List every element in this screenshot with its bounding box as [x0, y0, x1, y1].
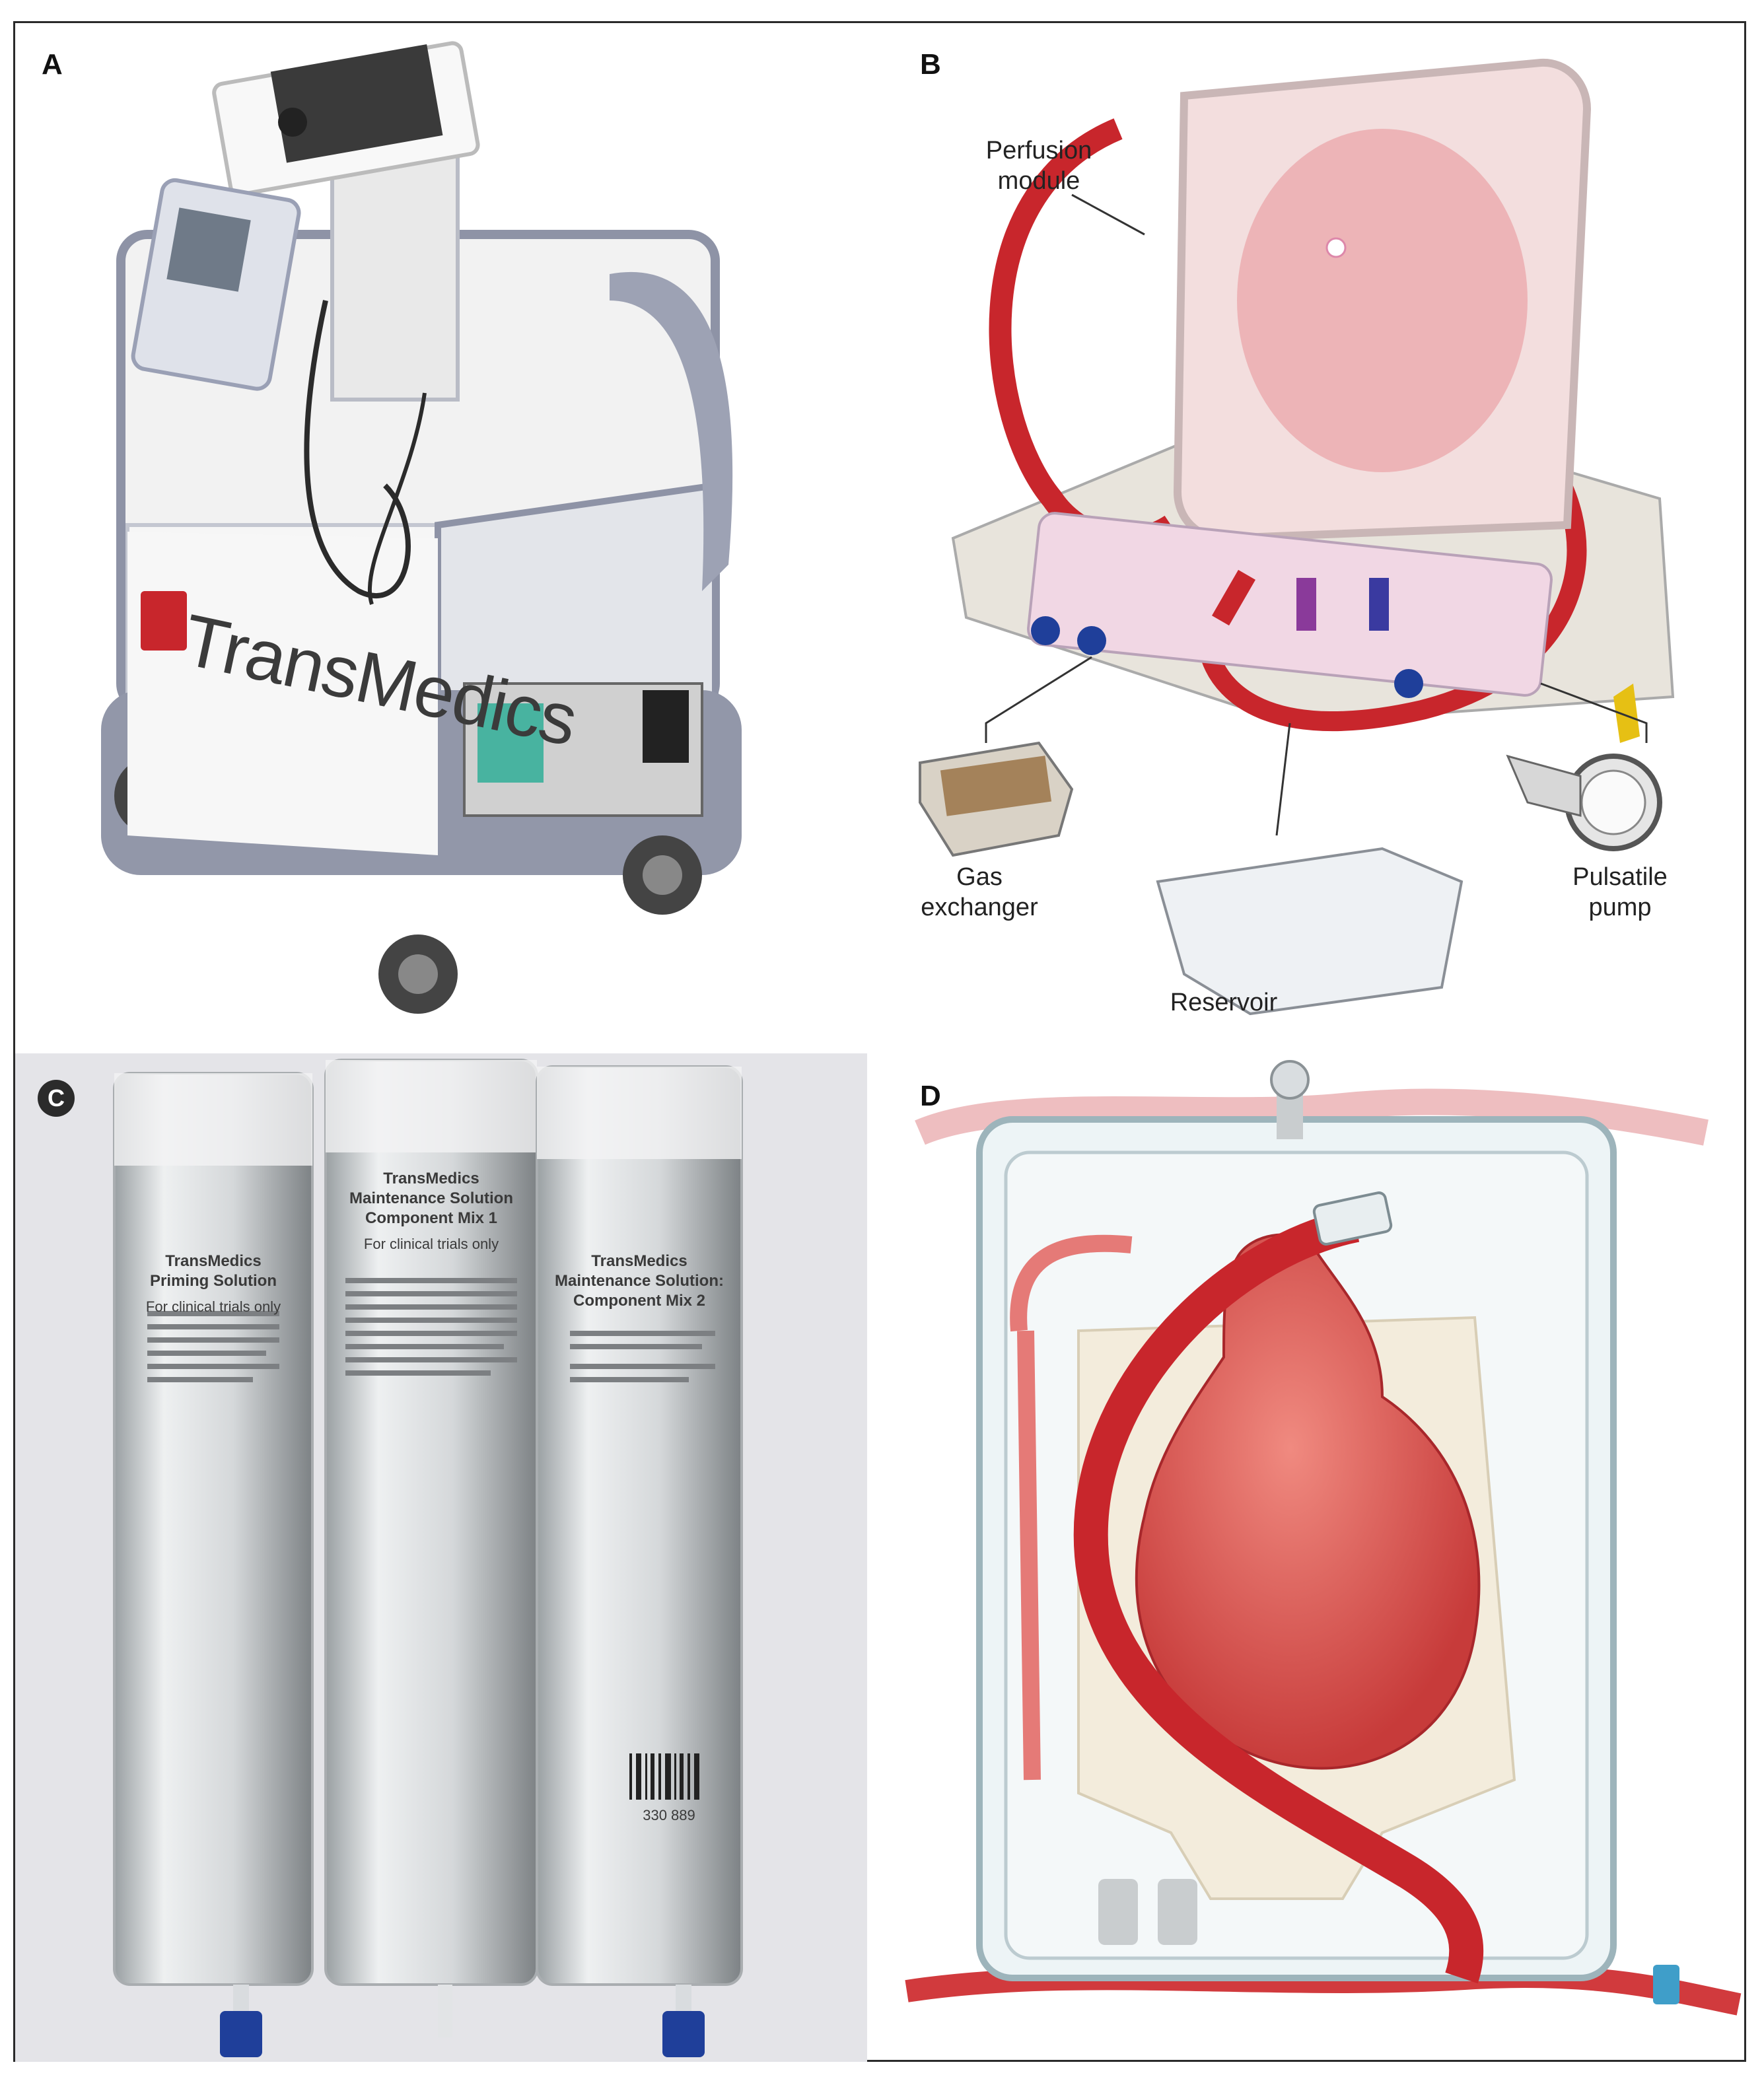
bag-3-label: TransMedics Maintenance Solution: Compon…: [550, 1252, 728, 1311]
panel-a: A: [15, 23, 880, 1040]
barcode-number: 330 889: [643, 1807, 695, 1823]
perfusion-system-diagram: [919, 58, 1675, 1016]
bag-1-title: TransMedics Priming Solution: [150, 1252, 277, 1290]
heart-in-chamber-illustration: [905, 1060, 1742, 2016]
panel-c: C: [15, 1053, 867, 2062]
bag-3-title: TransMedics Maintenance Solution: Compon…: [554, 1252, 724, 1310]
bag-2-label: TransMedics Maintenance Solution Compone…: [339, 1169, 524, 1253]
callout-reservoir: Reservoir: [1170, 989, 1278, 1016]
organ-care-cart-image: [101, 41, 742, 1014]
solution-bags-image: [113, 1059, 743, 2057]
callout-pulsatile-pump: Pulsatile pump: [1572, 863, 1668, 921]
panel-d-label: D: [920, 1080, 941, 1112]
panel-c-label: C: [38, 1080, 75, 1117]
panel-b: B: [880, 23, 1748, 1040]
panel-d: D: [880, 1053, 1748, 2062]
panel-b-label: B: [920, 48, 941, 81]
callout-perfusion-module: Perfusion module: [985, 137, 1092, 195]
panel-a-label: A: [42, 48, 63, 81]
barcode-graphic: [629, 1753, 699, 1800]
figure-frame: A: [13, 21, 1746, 2062]
callout-gas-exchanger: Gas exchanger: [921, 863, 1038, 921]
bag-2-title: TransMedics Maintenance Solution Compone…: [349, 1170, 513, 1227]
bag-1-label: TransMedics Priming Solution For clinica…: [127, 1252, 299, 1316]
bag-1-subtitle: For clinical trials only: [145, 1298, 281, 1315]
bag-2-subtitle: For clinical trials only: [363, 1236, 499, 1252]
